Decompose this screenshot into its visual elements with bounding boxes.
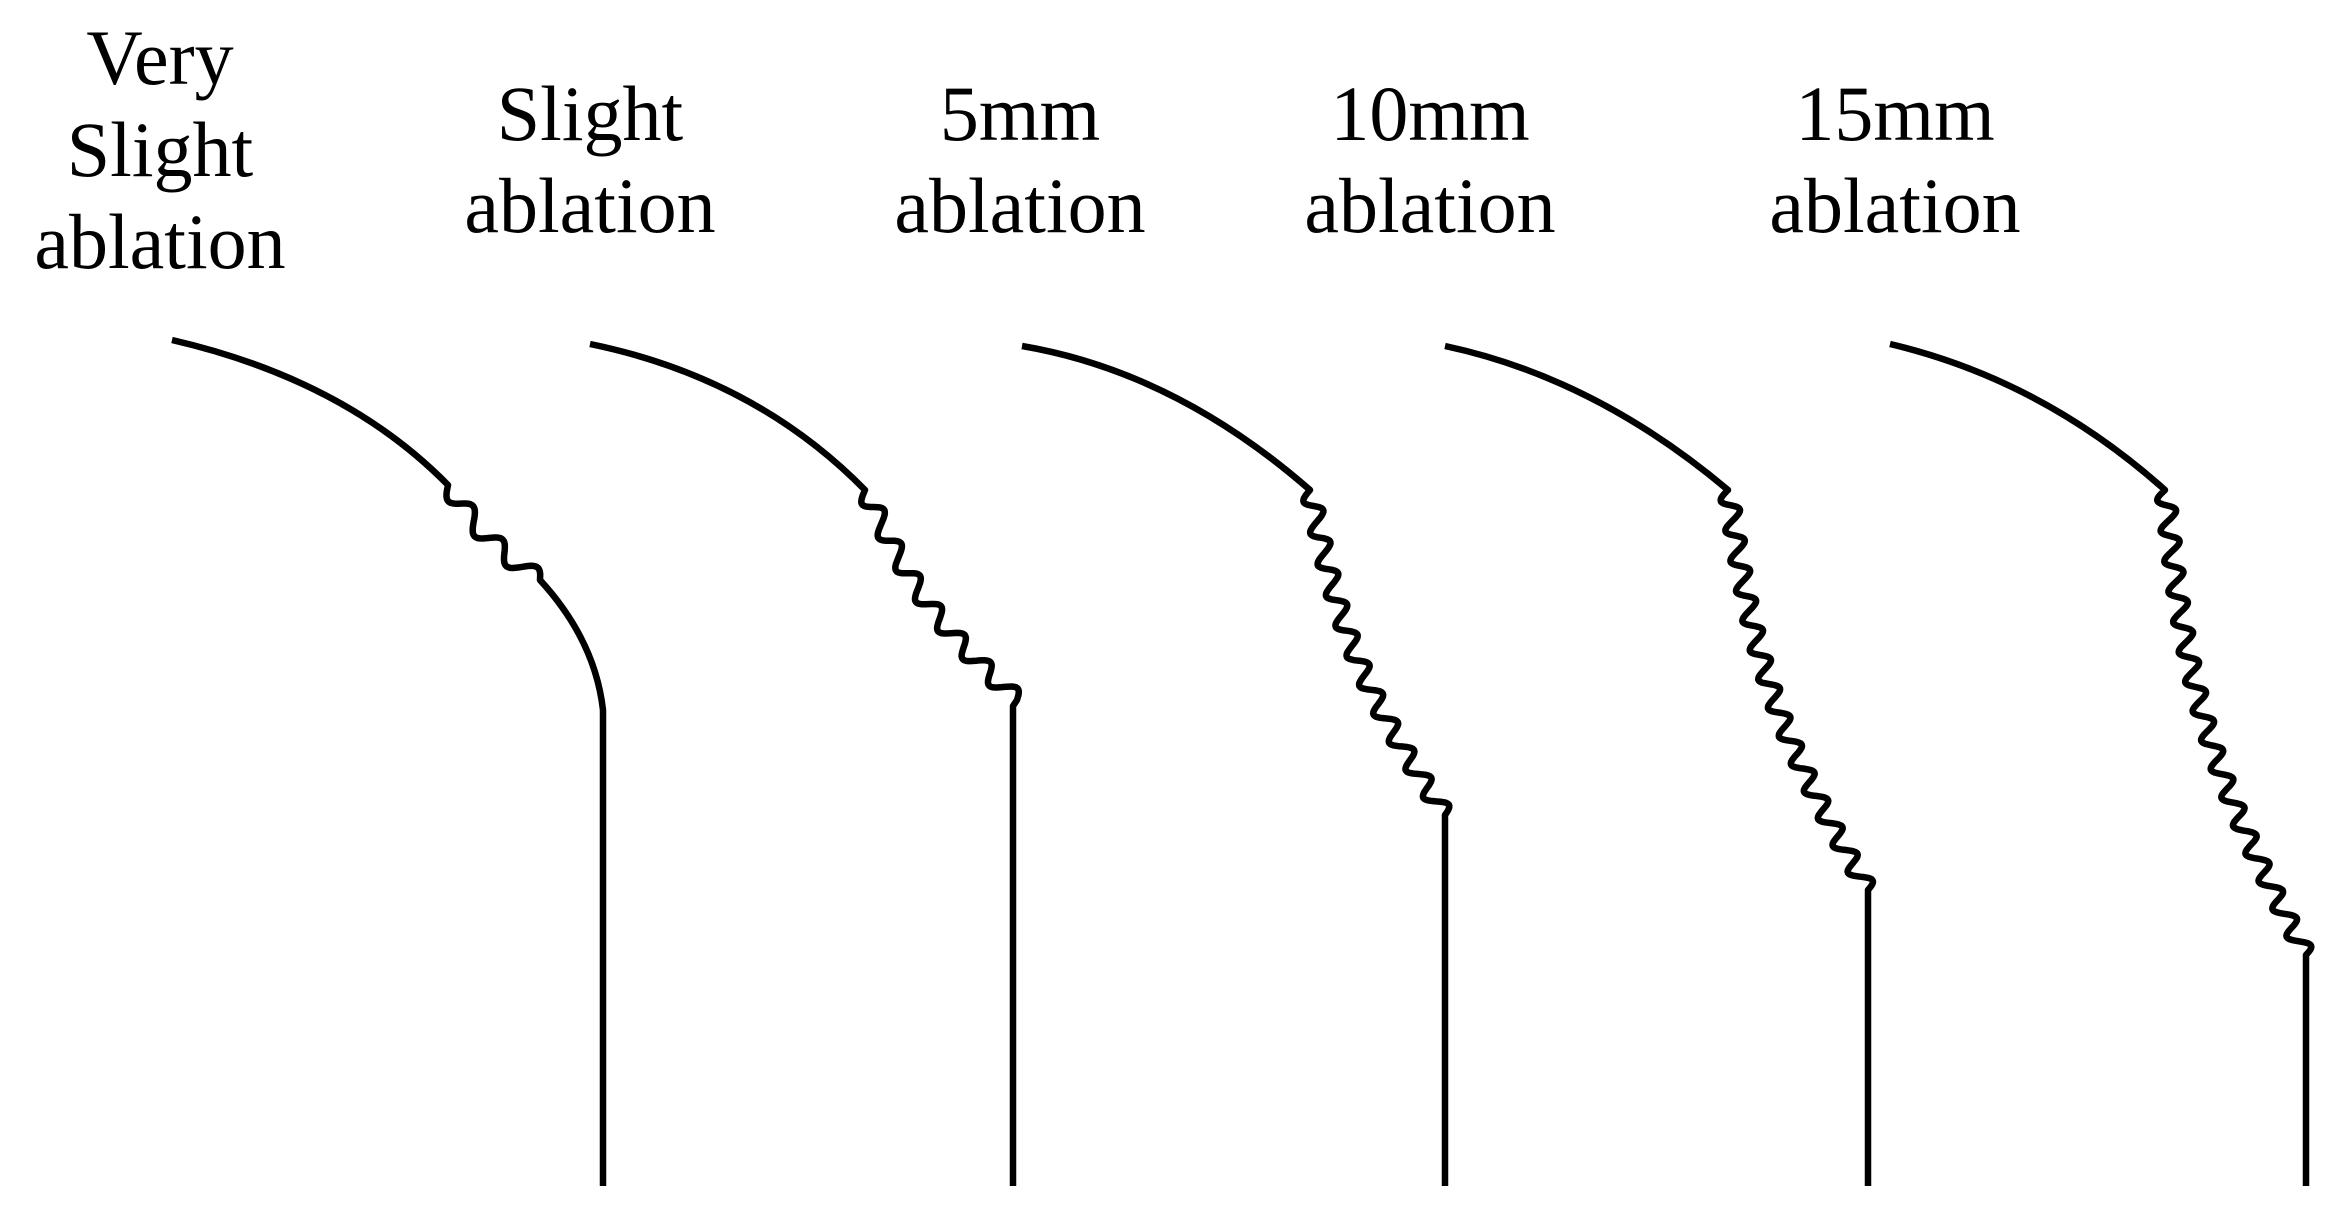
- label-line: ablation: [34, 198, 286, 285]
- label-line: Slight: [66, 106, 254, 193]
- label-line: Very: [86, 14, 234, 101]
- label-line: 10mm: [1330, 70, 1530, 157]
- label-line: 15mm: [1795, 70, 1995, 157]
- label-line: Slight: [496, 70, 684, 157]
- label-line: ablation: [1304, 162, 1556, 249]
- panel-label-5mm-ablation: 5mm ablation: [894, 68, 1145, 252]
- edge-profile-2: [589, 340, 1023, 1186]
- label-line: ablation: [464, 162, 716, 249]
- edge-profile-5: [1889, 340, 2315, 1186]
- edge-profile-3: [1021, 342, 1453, 1186]
- edge-profile-4: [1444, 342, 1877, 1186]
- panel-label-very-slight-ablation: Very Slight ablation: [34, 12, 285, 288]
- label-line: 5mm: [939, 70, 1101, 157]
- panel-label-10mm-ablation: 10mm ablation: [1304, 68, 1555, 252]
- label-line: ablation: [1769, 162, 2021, 249]
- label-line: ablation: [894, 162, 1146, 249]
- panel-label-15mm-ablation: 15mm ablation: [1769, 68, 2020, 252]
- panel-label-slight-ablation: Slight ablation: [464, 68, 715, 252]
- edge-profile-1: [171, 336, 607, 1186]
